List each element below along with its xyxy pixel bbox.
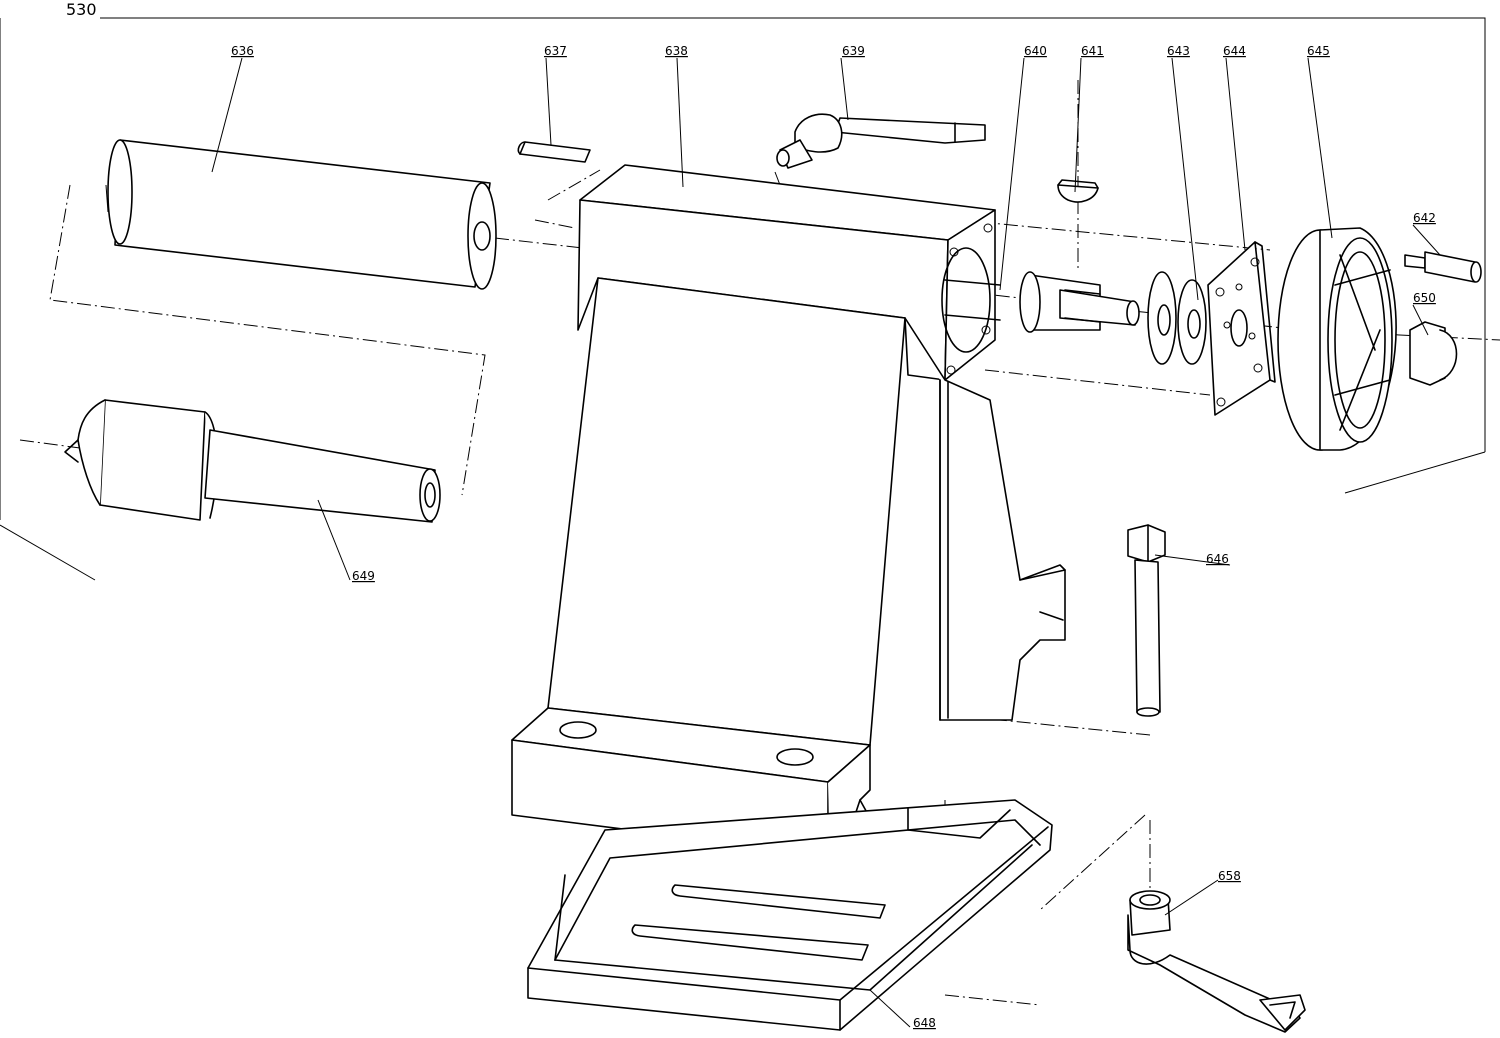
part-649-live-centre <box>64 399 441 523</box>
callout-642: 642 <box>1413 211 1436 225</box>
callout-641: 641 <box>1081 44 1104 58</box>
callout-649: 649 <box>352 569 375 583</box>
callout-636: 636 <box>231 44 254 58</box>
part-642-handle <box>1404 251 1482 283</box>
callout-645: 645 <box>1307 44 1330 58</box>
part-636-sleeve <box>105 139 497 290</box>
part-646-bolt <box>1127 524 1166 717</box>
callout-637: 637 <box>544 44 567 58</box>
callout-646: 646 <box>1206 552 1229 566</box>
callout-640: 640 <box>1024 44 1047 58</box>
callout-650: 650 <box>1413 291 1436 305</box>
callout-labels: 636 637 638 639 640 641 643 644 645 642 … <box>231 44 1436 1030</box>
leader-lines <box>211 57 1441 1028</box>
figure-number: 530 <box>66 0 97 19</box>
part-640-screw-shaft <box>1019 271 1140 333</box>
callout-643: 643 <box>1167 44 1190 58</box>
callout-638: 638 <box>665 44 688 58</box>
part-644-flange-plate <box>1207 241 1276 416</box>
callout-658: 658 <box>1218 869 1241 883</box>
drawing-frame <box>0 17 1486 581</box>
part-645-handwheel <box>1277 227 1397 451</box>
part-643-washers <box>1147 271 1207 365</box>
part-638-tailstock-body <box>511 164 1066 856</box>
part-639-clamp-lever <box>776 113 986 169</box>
part-641-woodruff-key <box>1057 179 1099 203</box>
part-648-base-plate <box>527 799 1053 1031</box>
callout-644: 644 <box>1223 44 1246 58</box>
part-658-clamp-handle <box>1127 890 1306 1033</box>
part-650-acorn-nut <box>1409 321 1458 386</box>
part-637-key <box>517 141 591 163</box>
callout-639: 639 <box>842 44 865 58</box>
callout-648: 648 <box>913 1016 936 1030</box>
